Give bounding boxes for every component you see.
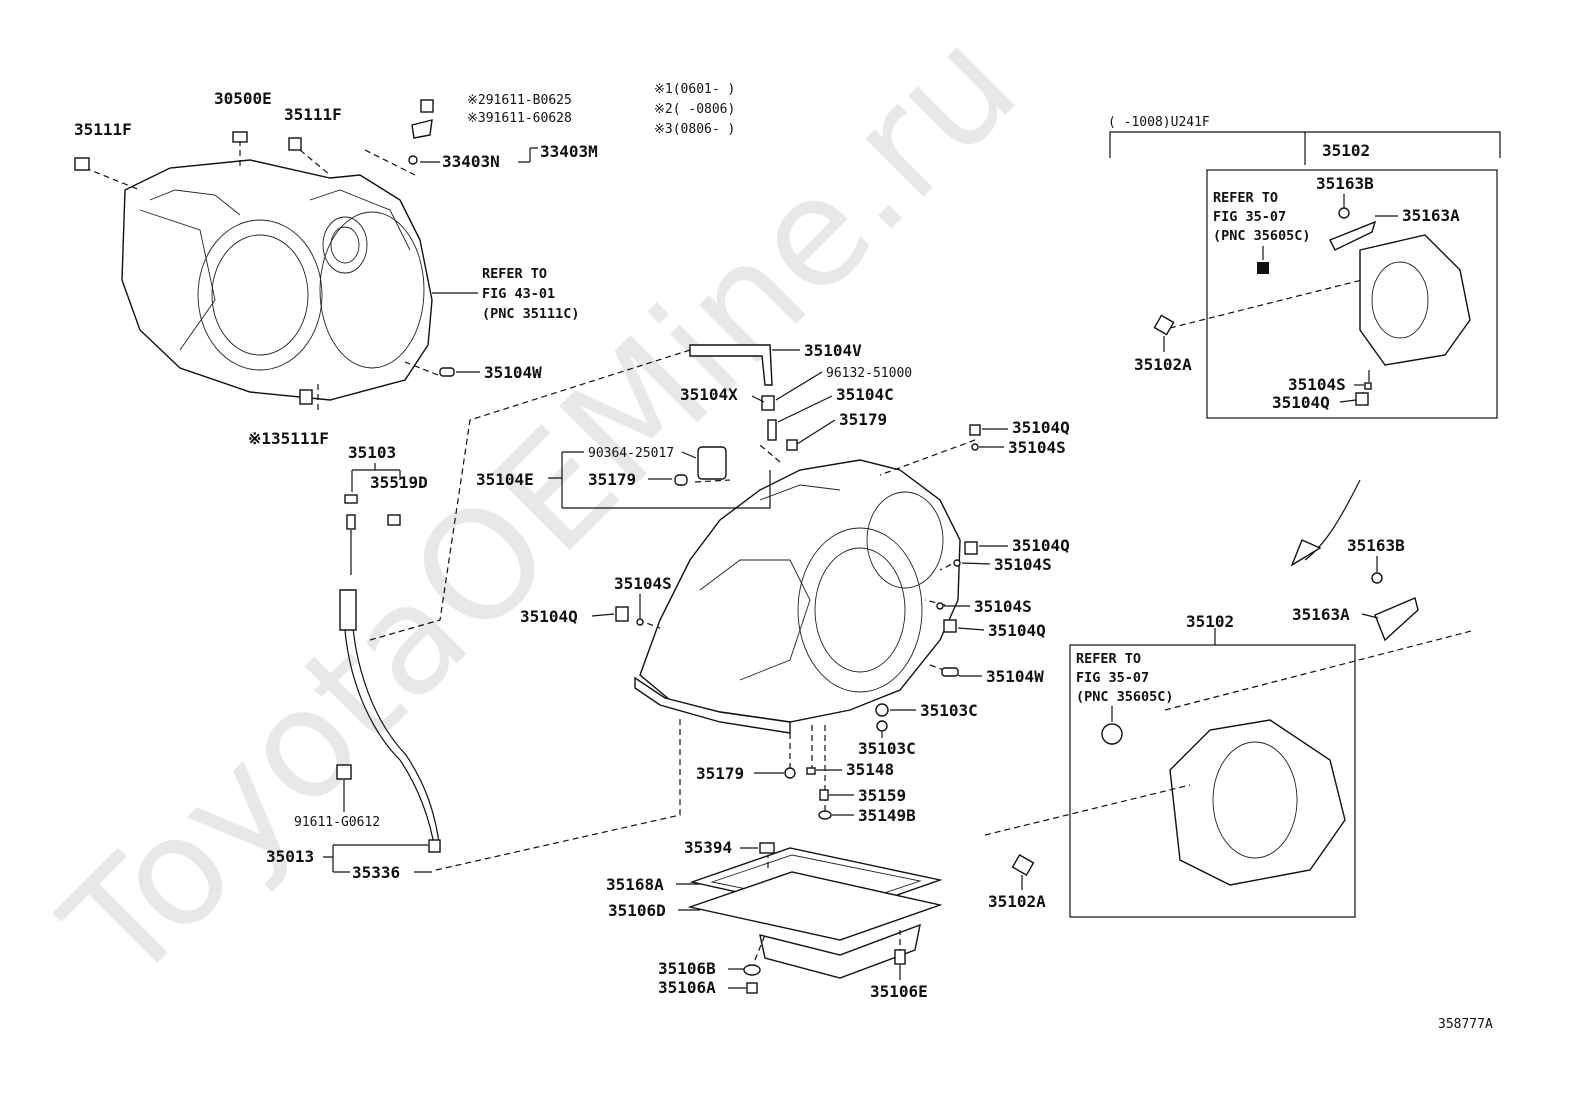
part-number-label: 35104Q: [1272, 393, 1330, 412]
refer-to-text: REFER TO: [482, 266, 547, 282]
part-number-label: 35104S: [614, 574, 672, 593]
part-number-label: 35111F: [74, 120, 132, 139]
part-number-label: ※291611-B0625: [467, 93, 572, 108]
part-number-label: 35159: [858, 786, 906, 805]
dipstick: [339, 494, 441, 853]
refer-to-text: FIG 43-01: [482, 286, 555, 302]
part-number-label: 35104S: [994, 555, 1052, 574]
refer-to-text: (PNC 35605C): [1076, 689, 1174, 705]
part-number-label: 30500E: [214, 89, 272, 108]
part-number-label: 35104E: [476, 470, 534, 489]
refer-to-text: REFER TO: [1076, 651, 1141, 667]
part-number-label: ※135111F: [248, 429, 329, 448]
part-number-label: 35104Q: [1012, 418, 1070, 437]
note-line: ※3(0806- ): [654, 122, 735, 137]
part-number-label: 35111F: [284, 105, 342, 124]
part-number-label: 35106A: [658, 978, 716, 997]
refer-to-text: FIG 35-07: [1213, 209, 1286, 225]
part-number-label: 33403N: [442, 152, 500, 171]
part-number-label: 35102A: [1134, 355, 1192, 374]
part-number-label: 96132-51000: [826, 366, 912, 381]
part-number-label: 35102A: [988, 892, 1046, 911]
note-line: ※1(0601- ): [654, 82, 735, 97]
part-number-label: 35179: [588, 470, 636, 489]
variant-header: ( -1008)U241F: [1108, 115, 1210, 130]
part-number-label: 35103C: [858, 739, 916, 758]
part-number-label: 35519D: [370, 473, 428, 492]
part-number-label: ※391611-60628: [467, 111, 572, 126]
oil-pan: [687, 847, 943, 979]
part-number-label: 35104W: [484, 363, 542, 382]
part-number-label: 35336: [352, 863, 400, 882]
part-number-label: 35106B: [658, 959, 716, 978]
part-number-label: 35163A: [1402, 206, 1460, 225]
part-number-label: 35013: [266, 847, 314, 866]
refer-to-text: (PNC 35111C): [482, 306, 580, 322]
refer-to-text: FIG 35-07: [1076, 670, 1149, 686]
part-number-label: 35102: [1186, 612, 1234, 631]
part-number-label: 35104S: [1008, 438, 1066, 457]
part-number-label: 35104C: [836, 385, 894, 404]
part-number-label: 35163B: [1316, 174, 1374, 193]
transaxle-case: [634, 459, 961, 734]
hardware-fasteners: [74, 99, 1372, 994]
part-number-label: 35104W: [986, 667, 1044, 686]
note-line: ※2( -0806): [654, 102, 735, 117]
part-number-label: 35163A: [1292, 605, 1350, 624]
part-number-label: 35103: [348, 443, 396, 462]
part-number-label: 35104V: [804, 341, 862, 360]
variant-box-bottom: [984, 479, 1476, 918]
variant-box-top: [1109, 131, 1501, 419]
part-number-label: 35104Q: [988, 621, 1046, 640]
part-number-label: 35179: [839, 410, 887, 429]
part-number-label: 35104Q: [520, 607, 578, 626]
part-number-label: 35179: [696, 764, 744, 783]
converter-housing: [121, 159, 433, 401]
part-number-label: 35102: [1322, 141, 1370, 160]
refer-to-text: REFER TO: [1213, 190, 1278, 206]
part-number-label: 35103C: [920, 701, 978, 720]
part-number-label: 91611-G0612: [294, 815, 380, 830]
part-labels: 35111F 30500E 35111F ※291611-B0625 ※3916…: [74, 82, 1493, 1032]
part-number-label: 35168A: [606, 875, 664, 894]
part-number-label: 35106E: [870, 982, 928, 1001]
part-number-label: 90364-25017: [588, 446, 674, 461]
part-number-label: 35106D: [608, 901, 666, 920]
part-number-label: 35104Q: [1012, 536, 1070, 555]
part-number-label: 35163B: [1347, 536, 1405, 555]
part-number-label: 35104X: [680, 385, 738, 404]
part-number-label: 35149B: [858, 806, 916, 825]
part-number-label: 35104S: [1288, 375, 1346, 394]
part-number-label: 35104S: [974, 597, 1032, 616]
part-number-label: 35148: [846, 760, 894, 779]
part-number-label: 33403M: [540, 142, 598, 161]
refer-to-text: (PNC 35605C): [1213, 228, 1311, 244]
figure-code: 358777A: [1438, 1017, 1493, 1032]
part-number-label: 35394: [684, 838, 732, 857]
